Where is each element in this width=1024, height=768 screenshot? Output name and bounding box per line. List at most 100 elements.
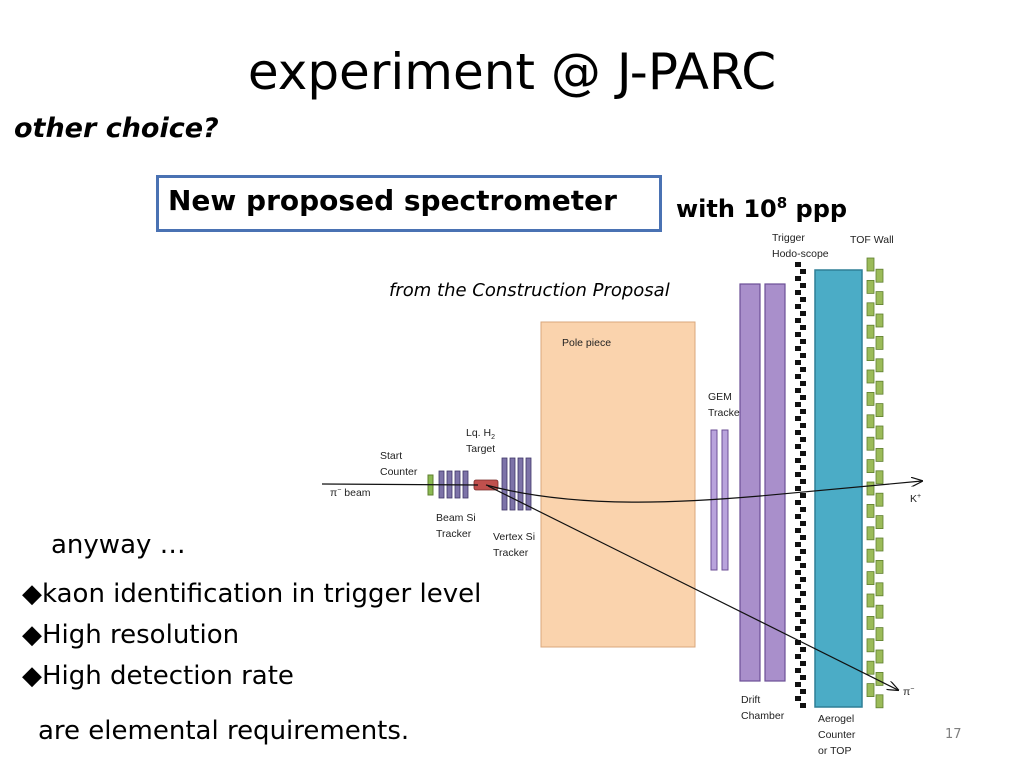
hodoscope-segment: [795, 556, 801, 561]
tof-wall-label: TOF Wall: [850, 234, 894, 246]
start-counter-label-line1: Start: [380, 450, 402, 462]
tof-slat: [875, 380, 884, 395]
pion-symbol: π: [903, 686, 910, 698]
tof-slat: [866, 548, 875, 563]
target-subscript: 2: [491, 434, 495, 441]
hodoscope-segment: [800, 479, 806, 484]
vertex-si-plane: [509, 457, 516, 511]
pion-label: π−: [903, 686, 914, 698]
hodoscope-segment: [795, 332, 801, 337]
trigger-hodoscope-label-line1: Trigger: [772, 232, 805, 244]
kaon-charge: +: [917, 493, 921, 500]
hodoscope-segment: [800, 535, 806, 540]
requirement-text: High resolution: [42, 620, 240, 650]
proposal-label: New proposed spectrometer: [168, 184, 617, 217]
hodoscope-segment: [800, 311, 806, 316]
page-number: 17: [945, 727, 962, 742]
hodoscope-segment: [795, 346, 801, 351]
start-counter-label-line2: Counter: [380, 466, 418, 478]
hodoscope-segment: [800, 381, 806, 386]
hodoscope-segment: [795, 654, 801, 659]
hodoscope-segment: [795, 500, 801, 505]
tof-slat: [866, 302, 875, 317]
tof-slat: [866, 481, 875, 496]
hodoscope-segment: [795, 472, 801, 477]
hodoscope-segment: [795, 486, 801, 491]
beam-intensity: with 108 ppp: [676, 194, 847, 223]
tof-slat: [875, 403, 884, 418]
tof-slat: [875, 649, 884, 664]
tof-slat: [875, 515, 884, 529]
hodoscope-segment: [800, 675, 806, 680]
vertex-si-label-line2: Tracker: [493, 547, 529, 559]
hodoscope-segment: [795, 570, 801, 575]
gem-tracker-label-line1: GEM: [708, 391, 732, 403]
hodoscope-segment: [795, 640, 801, 645]
target-label-text: Lq. H: [466, 427, 491, 439]
drift-chamber-plane: [739, 283, 761, 682]
hodoscope-segment: [800, 689, 806, 694]
hodoscope-segment: [795, 360, 801, 365]
aerogel-label-line3: or TOP: [818, 745, 851, 757]
tof-slat: [875, 268, 884, 283]
hodoscope-segment: [800, 507, 806, 512]
vertex-si-plane: [501, 457, 508, 511]
tof-slat: [875, 627, 884, 641]
hodoscope-segment: [795, 430, 801, 435]
hodoscope-segment: [800, 409, 806, 414]
tof-slat: [866, 571, 875, 585]
aerogel-label-line2: Counter: [818, 729, 856, 741]
tof-slat: [875, 425, 884, 440]
hodoscope-segment: [800, 703, 806, 708]
tof-slat: [866, 391, 875, 406]
hodoscope-segment: [795, 584, 801, 589]
hodoscope-segment: [800, 395, 806, 400]
target-label-line1: Lq. H2: [466, 427, 495, 441]
tof-slat: [875, 335, 884, 350]
tof-slat: [875, 537, 884, 552]
aerogel-label-line1: Aerogel: [818, 713, 854, 725]
gem-tracker-label-line2: Tracker: [708, 407, 744, 419]
hodoscope-segment: [795, 598, 801, 603]
slide-title: experiment @ J-PARC: [247, 43, 777, 101]
anyway-text: anyway …: [51, 530, 186, 560]
hodoscope-segment: [795, 528, 801, 533]
tof-slat: [866, 279, 875, 294]
tof-slat: [866, 324, 875, 339]
gem-tracker-plane: [721, 429, 729, 571]
tof-slat: [866, 526, 875, 541]
vertex-si-label-line1: Vertex Si: [493, 531, 535, 543]
vertex-si-plane: [525, 457, 532, 511]
kaon-track: [485, 481, 922, 503]
intensity-suffix: ppp: [787, 195, 848, 223]
drift-chamber-label-line2: Chamber: [741, 710, 785, 722]
hodoscope-segment: [800, 297, 806, 302]
trigger-hodoscope: [795, 262, 806, 708]
beam-charge: −: [337, 487, 341, 494]
drift-chamber-label-line1: Drift: [741, 694, 760, 706]
tof-slat: [866, 369, 875, 384]
tof-slat: [866, 459, 875, 474]
hodoscope-segment: [795, 374, 801, 379]
beam-si-label-line1: Beam Si: [436, 512, 476, 524]
pole-piece-label: Pole piece: [562, 337, 611, 349]
intensity-exponent: 8: [776, 194, 788, 212]
hodoscope-segment: [800, 283, 806, 288]
tof-slat: [875, 672, 884, 686]
hodoscope-segment: [800, 367, 806, 372]
tof-slat: [875, 560, 884, 574]
pion-track: [487, 485, 898, 690]
hodoscope-segment: [800, 549, 806, 554]
hodoscope-segment: [800, 577, 806, 582]
tof-slat: [866, 414, 875, 429]
hodoscope-segment: [795, 626, 801, 631]
tof-slat: [866, 503, 875, 518]
target-label-line2: Target: [466, 443, 495, 455]
kaon-symbol: K: [910, 493, 917, 505]
hodoscope-segment: [800, 633, 806, 638]
hodoscope-segment: [795, 444, 801, 449]
tof-slat: [866, 616, 875, 630]
hodoscope-segment: [800, 647, 806, 652]
hodoscope-segment: [795, 612, 801, 617]
